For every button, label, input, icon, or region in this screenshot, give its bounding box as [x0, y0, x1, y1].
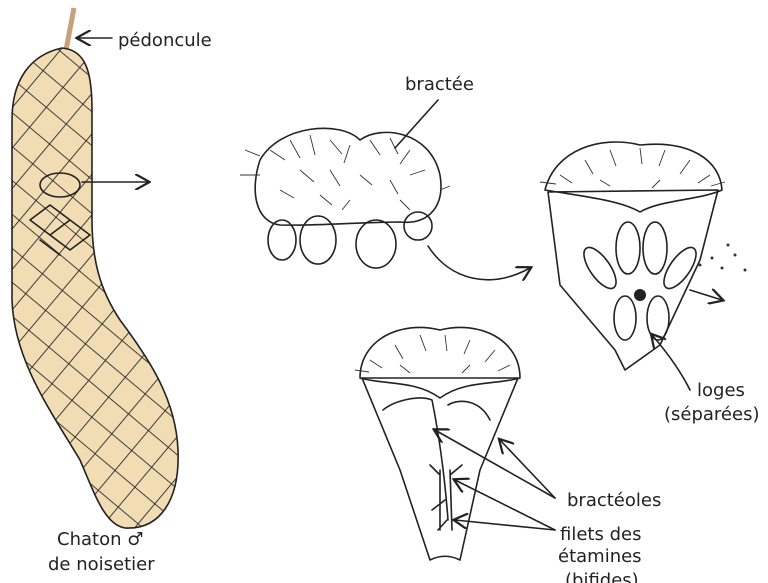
label-filaments: filets des [560, 524, 641, 545]
locules-pointer [652, 335, 691, 391]
label-bracteoles: bractéoles [567, 490, 661, 511]
bracteole-drawing [354, 326, 556, 561]
peduncle-stem [63, 7, 77, 51]
label-bract: bractée [405, 74, 474, 95]
stamen-side-drawing [539, 141, 747, 391]
transition-arrow [427, 245, 530, 280]
label-stamens: étamines [558, 546, 642, 567]
bract-drawing [240, 99, 530, 280]
catkin-drawing [11, 7, 179, 529]
label-peduncle: pédoncule [118, 30, 212, 51]
label-bifid: (bifides) [565, 570, 639, 583]
label-locules-separated: (séparées) [664, 404, 759, 425]
highlighted-bract [39, 172, 81, 198]
label-locules: loges [697, 380, 745, 401]
label-catkin: Chaton ♂ [57, 529, 143, 550]
label-hazel: de noisetier [48, 554, 155, 575]
bract-pointer [394, 99, 439, 149]
